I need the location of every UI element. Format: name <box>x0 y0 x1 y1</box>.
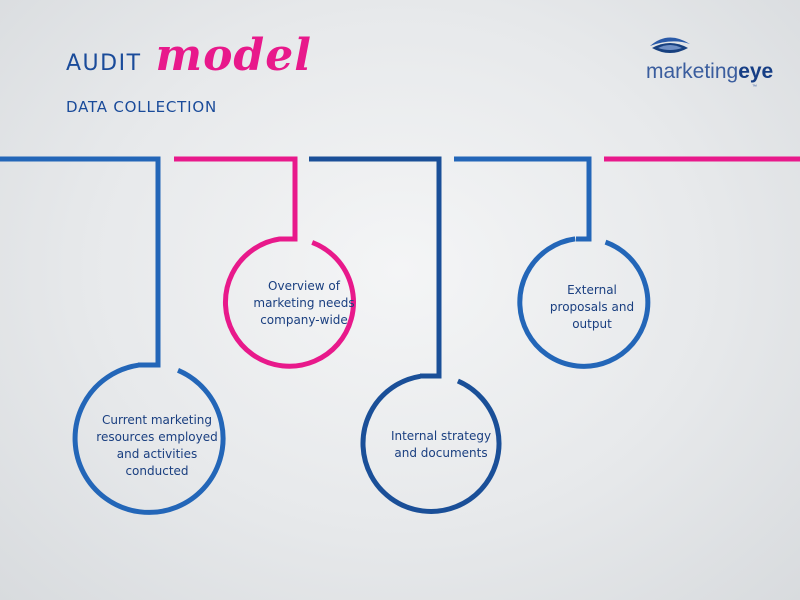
page-title: AUDIT model <box>66 30 312 90</box>
circle-overview <box>222 236 356 369</box>
node-label-external: External proposals and output <box>549 283 635 331</box>
title-model-text: model <box>155 30 312 81</box>
circle-external <box>517 236 651 369</box>
logo-wordmark-bold: eye <box>738 60 774 83</box>
node-label-overview: Overview of marketing needs company-wide <box>253 279 355 327</box>
brand-logo: marketingeye ™ <box>640 36 773 96</box>
circle-current <box>72 362 226 515</box>
node-label-current: Current marketing resources employed and… <box>96 413 218 478</box>
connector-internal <box>309 156 442 379</box>
circle-internal <box>360 373 502 514</box>
connector-current <box>0 156 161 368</box>
logo-wordmark-light: marketing <box>646 60 739 83</box>
title-audit-text: AUDIT <box>66 51 142 76</box>
eye-leaf-icon <box>650 37 690 53</box>
logo-trademark: ™ <box>752 84 757 90</box>
connector-overview <box>174 156 298 242</box>
logo-wordmark: marketingeye <box>646 60 773 84</box>
node-label-internal: Internal strategy and documents <box>390 429 492 460</box>
page-subtitle: DATA COLLECTION <box>66 98 217 116</box>
connector-external <box>454 156 592 242</box>
